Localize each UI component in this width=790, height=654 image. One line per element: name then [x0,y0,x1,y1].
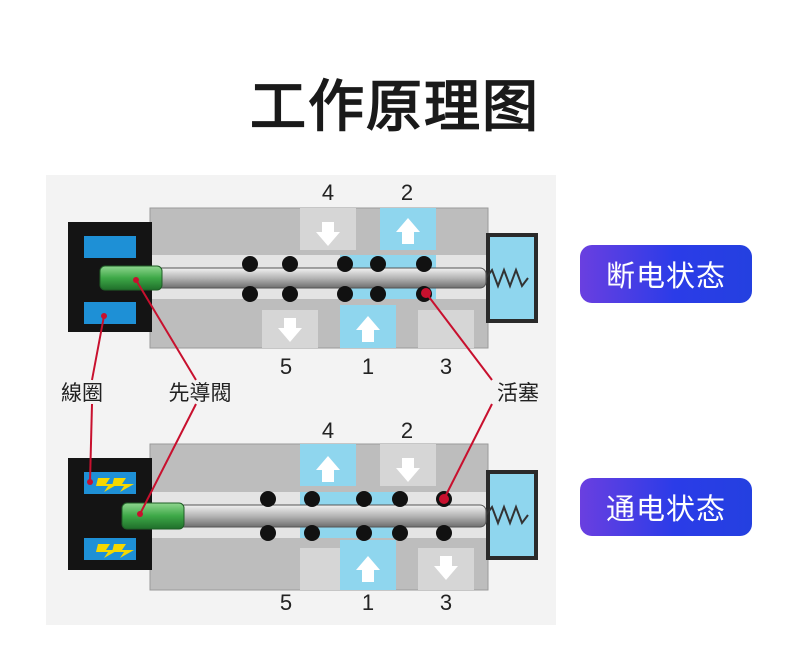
coil-upper [84,236,136,258]
callout-lines [89,279,493,515]
port-label-2-top: 2 [401,180,413,205]
spring [485,504,529,526]
arrow-port-2 [396,218,420,244]
piston-label: 活塞 [497,382,539,405]
coil-lower [84,302,136,324]
port-label-4-bottom: 4 [322,418,334,443]
port-label-3-top: 3 [440,354,452,379]
arrow-port-1 [356,556,380,582]
coil-lower [84,538,136,560]
port-label-1-bottom: 1 [362,590,374,615]
port-label-5-bottom: 5 [280,590,292,615]
valve-off [68,207,538,349]
arrow-port-1 [356,316,380,342]
lightning-icon [96,478,134,558]
arrow-port-3 [434,556,458,580]
arrow-port-4 [316,222,340,246]
seals [260,491,452,541]
state-badge-on: 通电状态 [580,478,752,536]
coil-label: 線圈 [61,382,103,405]
port-label-2-bottom: 2 [401,418,413,443]
pilot-valve [99,265,163,291]
port-label-5-top: 5 [280,354,292,379]
valve-on [68,443,538,591]
page-title: 工作原理图 [250,75,540,140]
pilot-valve-label: 先導閥 [169,382,232,405]
arrow-port-4 [316,456,340,482]
spring [485,267,529,289]
state-badge-off: 断电状态 [580,245,752,303]
arrow-port-5 [278,318,302,342]
callout-dots [87,277,143,517]
valve-rod [149,267,487,289]
port-label-3-bottom: 3 [440,590,452,615]
port-label-1-top: 1 [362,354,374,379]
pilot-valve [121,502,185,530]
arrow-port-2 [396,458,420,482]
port-cutout-3 [418,310,474,348]
valve-rod [149,504,487,528]
port-label-4-top: 4 [322,180,334,205]
